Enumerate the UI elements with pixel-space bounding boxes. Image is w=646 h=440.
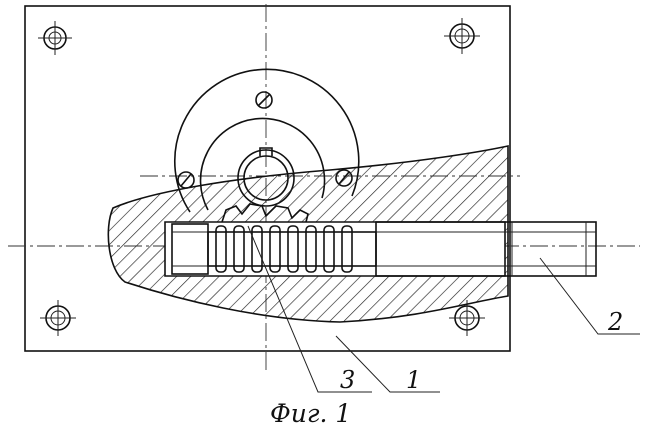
figure-caption: Фиг. 1	[270, 399, 351, 428]
mounting-hole-top-right	[444, 18, 480, 54]
mounting-hole-top-left	[38, 21, 72, 55]
flange-screw-top	[256, 92, 272, 108]
flange-screw-left	[178, 172, 194, 188]
leader-line-2	[540, 258, 640, 334]
callout-2-label: 2	[607, 308, 623, 336]
callout-3-label: 3	[340, 366, 355, 394]
mounting-hole-bottom-left	[40, 300, 76, 336]
callout-1-label: 1	[406, 366, 421, 394]
